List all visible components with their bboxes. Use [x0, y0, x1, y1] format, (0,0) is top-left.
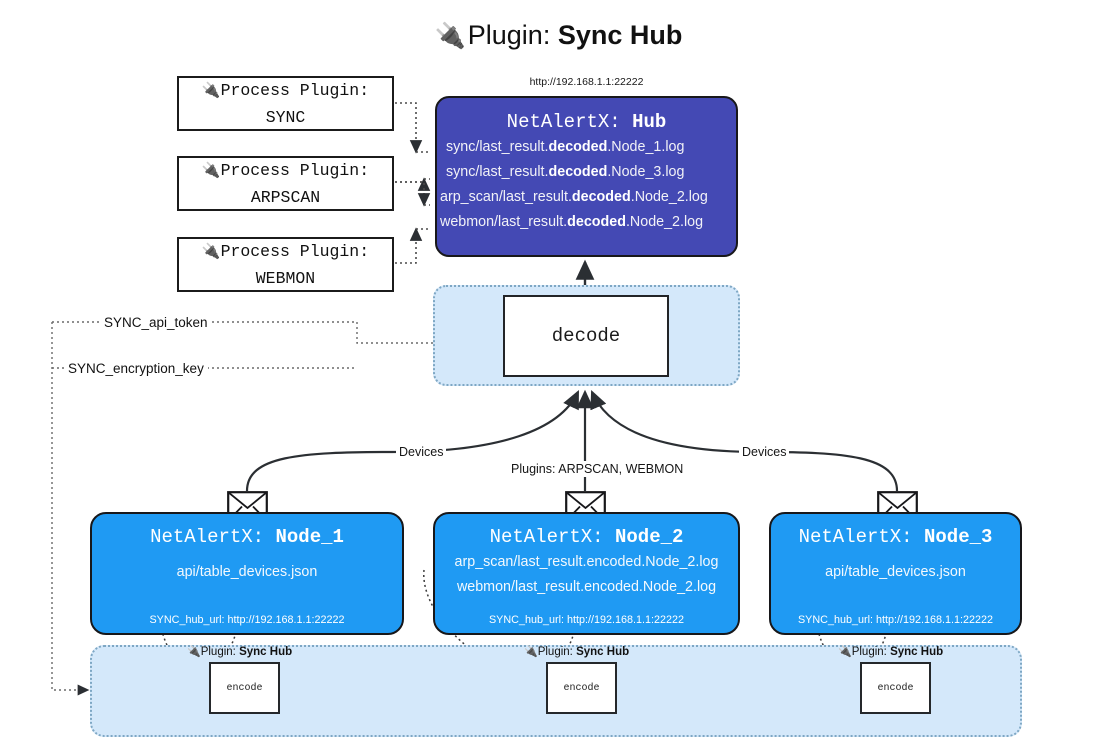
process-plugin-arpscan[interactable]: 🔌Process Plugin: ARPSCAN	[177, 156, 394, 211]
process-plugin-webmon[interactable]: 🔌Process Plugin: WEBMON	[177, 237, 394, 292]
electric-plug-icon: 🔌	[524, 646, 538, 658]
decode-box[interactable]: decode	[503, 295, 669, 377]
node-card-node-3[interactable]: NetAlertX: Node_3 api/table_devices.json…	[769, 512, 1022, 635]
node-hub-url: SYNC_hub_url: http://192.168.1.1:22222	[149, 614, 345, 626]
node-detail-row: webmon/last_result.encoded.Node_2.log	[456, 579, 717, 595]
electric-plug-icon: 🔌	[187, 646, 201, 658]
encode-plugin-label-1: 🔌Plugin: Sync Hub	[187, 646, 293, 658]
edge-label-devices-right: Devices	[739, 444, 790, 460]
hub-node[interactable]: NetAlertX: Hub sync/last_result.decoded.…	[435, 96, 738, 257]
node-card-node-1[interactable]: NetAlertX: Node_1 api/table_devices.json…	[90, 512, 404, 635]
node-detail-row: arp_scan/last_result.encoded.Node_2.log	[454, 554, 719, 570]
hub-log-row: arp_scan/last_result.decoded.Node_2.log	[440, 189, 708, 205]
node-title: NetAlertX: Node_1	[150, 526, 344, 548]
process-plugin-name: SYNC	[265, 107, 306, 127]
electric-plug-icon: 🔌	[201, 241, 221, 260]
electric-plug-icon: 🔌	[838, 646, 852, 658]
sync-encryption-key-label: SYNC_encryption_key	[64, 360, 208, 377]
node-hub-url: SYNC_hub_url: http://192.168.1.1:22222	[797, 614, 994, 626]
node-hub-url: SYNC_hub_url: http://192.168.1.1:22222	[488, 614, 685, 626]
electric-plug-icon: 🔌	[201, 80, 221, 99]
edge-label-plugins: Plugins: ARPSCAN, WEBMON	[508, 461, 687, 477]
node-detail-row: api/table_devices.json	[176, 564, 318, 580]
node-card-node-2[interactable]: NetAlertX: Node_2 arp_scan/last_result.e…	[433, 512, 740, 635]
page-title: 🔌Plugin: Sync Hub	[0, 18, 1117, 53]
encode-box-2[interactable]: encode	[546, 662, 617, 714]
process-plugin-label: Process Plugin:	[220, 80, 370, 100]
encode-plugin-label-3: 🔌Plugin: Sync Hub	[838, 646, 944, 658]
hub-title-prefix: NetAlertX:	[506, 111, 621, 133]
node-title: NetAlertX: Node_3	[798, 526, 993, 548]
hub-log-row: sync/last_result.decoded.Node_1.log	[446, 139, 685, 155]
page-title-name: Sync Hub	[557, 20, 683, 50]
node-detail-row: api/table_devices.json	[825, 564, 966, 580]
hub-title: NetAlertX: Hub	[437, 109, 736, 135]
encode-box-1[interactable]: encode	[209, 662, 280, 714]
page-title-prefix: Plugin:	[467, 20, 551, 50]
process-plugin-name: ARPSCAN	[250, 187, 321, 207]
process-plugin-label: Process Plugin:	[220, 241, 370, 261]
process-plugin-sync[interactable]: 🔌Process Plugin: SYNC	[177, 76, 394, 131]
edge-label-devices-left: Devices	[396, 444, 447, 460]
process-plugin-label: Process Plugin:	[220, 160, 370, 180]
encode-box-3[interactable]: encode	[860, 662, 931, 714]
node-title: NetAlertX: Node_2	[489, 526, 684, 548]
process-plugin-name: WEBMON	[255, 268, 316, 288]
hub-address: http://192.168.1.1:22222	[529, 76, 644, 88]
sync-api-token-label: SYNC_api_token	[100, 314, 212, 331]
encode-plugin-label-2: 🔌Plugin: Sync Hub	[524, 646, 630, 658]
hub-title-name: Hub	[632, 111, 667, 133]
hub-log-row: sync/last_result.decoded.Node_3.log	[446, 164, 685, 180]
hub-log-row: webmon/last_result.decoded.Node_2.log	[440, 214, 704, 230]
electric-plug-icon: 🔌	[434, 22, 466, 50]
electric-plug-icon: 🔌	[201, 160, 221, 179]
